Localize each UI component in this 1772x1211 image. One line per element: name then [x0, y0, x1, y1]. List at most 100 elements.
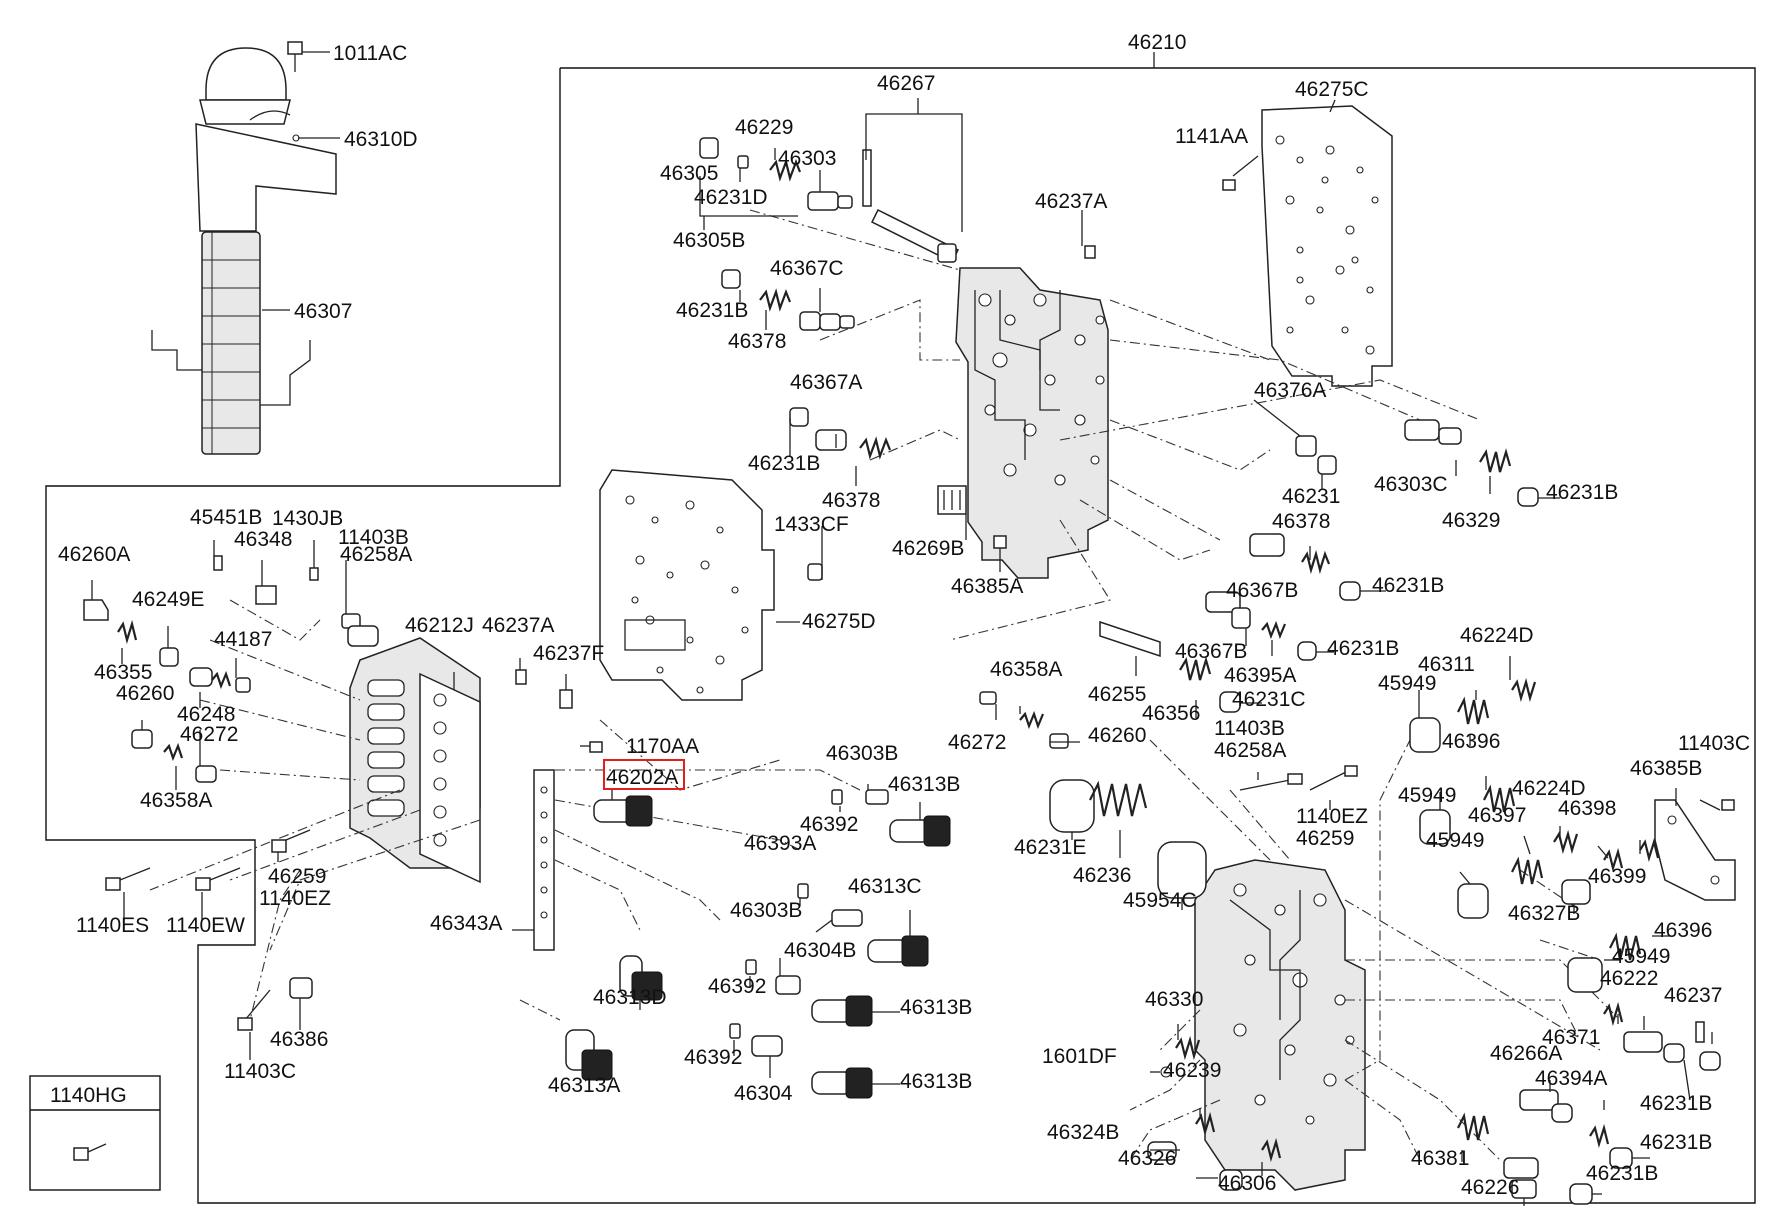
label-46231: 46231: [1282, 485, 1340, 508]
label-46231B-7: 46231B: [1640, 1131, 1712, 1154]
label-46310D: 46310D: [344, 128, 418, 151]
label-46311: 46311: [1418, 653, 1475, 676]
label-46236: 46236: [1073, 864, 1131, 887]
label-46329: 46329: [1442, 509, 1500, 532]
solenoid-46313A: [565, 1029, 613, 1081]
label-46343A: 46343A: [430, 912, 502, 935]
label-46224D-2: 46224D: [1512, 777, 1586, 800]
label-46313C: 46313C: [848, 875, 922, 898]
label-46378-2: 46378: [822, 489, 880, 512]
label-46258A-2: 46258A: [1214, 739, 1286, 762]
label-46231C: 46231C: [1232, 688, 1306, 711]
bolt-icon: [287, 41, 303, 72]
label-46237A-top: 46237A: [1035, 190, 1107, 213]
label-46356: 46356: [1142, 702, 1200, 725]
label-46231B-1: 46231B: [676, 299, 748, 322]
label-45949-3: 45949: [1426, 829, 1484, 852]
label-1170AA: 1170AA: [626, 735, 699, 758]
label-46313B-2: 46313B: [900, 996, 972, 1019]
label-46239: 46239: [1163, 1059, 1221, 1082]
leader-lines: [91, 98, 1721, 1206]
label-46237A-mid: 46237A: [482, 614, 554, 637]
label-1141AA: 1141AA: [1175, 125, 1248, 148]
label-11403C-1: 11403C: [1678, 732, 1750, 755]
frame-lines: [29, 52, 1756, 1204]
label-46313A: 46313A: [548, 1074, 620, 1097]
label-46313D: 46313D: [593, 986, 667, 1009]
spacer-plate-46343A: [533, 769, 555, 951]
label-46330: 46330: [1145, 988, 1203, 1011]
solenoid-46313B-3: [811, 1067, 873, 1099]
label-46305B: 46305B: [673, 229, 745, 252]
label-1140EZ-1: 1140EZ: [1296, 805, 1368, 828]
left-valve-body-46212J: [349, 637, 481, 884]
label-46304B: 46304B: [784, 939, 856, 962]
label-1011AC: 1011AC: [333, 42, 407, 65]
solenoids: [565, 789, 951, 1099]
upper-valve-body: [955, 267, 1109, 579]
label-46266A: 46266A: [1490, 1042, 1562, 1065]
label-46231B-6: 46231B: [1640, 1092, 1712, 1115]
label-46327B: 46327B: [1508, 902, 1580, 925]
label-46231B-5: 46231B: [1327, 637, 1399, 660]
label-46324B: 46324B: [1047, 1121, 1119, 1144]
label-46313B-1: 46313B: [888, 773, 960, 796]
label-46303B-2: 46303B: [730, 899, 802, 922]
label-44187: 44187: [214, 628, 272, 651]
label-46231B-8: 46231B: [1586, 1162, 1658, 1185]
label-46392-3: 46392: [684, 1046, 742, 1069]
label-46396-2: 46396: [1654, 919, 1712, 942]
label-46392-2: 46392: [708, 975, 766, 998]
label-46399: 46399: [1588, 865, 1646, 888]
label-46367C: 46367C: [770, 257, 844, 280]
label-46371: 46371: [1542, 1026, 1600, 1049]
separator-plate-46275C: [1261, 105, 1393, 387]
solenoid-46202A: [593, 795, 653, 827]
label-46249E: 46249E: [132, 588, 204, 611]
label-46396-1: 46396: [1442, 730, 1500, 753]
label-46255: 46255: [1088, 683, 1146, 706]
label-1601DF: 1601DF: [1042, 1045, 1117, 1068]
label-46386: 46386: [270, 1028, 328, 1051]
label-45451B: 45451B: [190, 506, 262, 529]
label-46260-2: 46260: [1088, 724, 1146, 747]
label-46367A: 46367A: [790, 371, 862, 394]
label-46398: 46398: [1558, 797, 1616, 820]
label-46212J: 46212J: [405, 614, 474, 637]
label-46358A-2: 46358A: [990, 658, 1062, 681]
label-46231B-2: 46231B: [748, 452, 820, 475]
label-46260-1: 46260: [116, 682, 174, 705]
bracket-46385B: [1654, 799, 1736, 901]
label-11403C-2: 11403C: [224, 1060, 296, 1083]
label-46381: 46381: [1411, 1147, 1469, 1170]
label-45949-2: 45949: [1398, 784, 1456, 807]
solenoid-46313B: [889, 815, 951, 847]
label-1140ES: 1140ES: [76, 914, 149, 937]
label-46275C: 46275C: [1295, 78, 1369, 101]
label-46378-3: 46378: [1272, 510, 1330, 533]
label-46397: 46397: [1468, 804, 1526, 827]
part-labels: 46210 1011AC 46310D 46307 46267 46275C 1…: [50, 31, 1750, 1199]
label-46393A: 46393A: [744, 832, 816, 855]
label-46348: 46348: [234, 528, 292, 551]
label-46231B-3: 46231B: [1546, 481, 1618, 504]
label-46303: 46303: [778, 147, 836, 170]
label-46304: 46304: [734, 1082, 793, 1105]
label-46376A: 46376A: [1254, 379, 1326, 402]
label-46394A: 46394A: [1535, 1067, 1607, 1090]
solenoid-46313D: [619, 955, 663, 1001]
label-46385A: 46385A: [951, 575, 1023, 598]
label-46307: 46307: [294, 300, 352, 323]
label-46222: 46222: [1600, 967, 1658, 990]
label-1140EZ-2: 1140EZ: [259, 887, 331, 910]
label-46229: 46229: [735, 116, 793, 139]
solenoid-46313B-2: [811, 995, 873, 1027]
lower-valve-body: [1194, 859, 1366, 1191]
label-46303C: 46303C: [1374, 473, 1448, 496]
label-46326: 46326: [1118, 1147, 1176, 1170]
label-45949-1: 45949: [1378, 672, 1436, 695]
label-46275D: 46275D: [802, 610, 876, 633]
label-46367B-1: 46367B: [1226, 579, 1298, 602]
label-46258A-1: 46258A: [340, 543, 412, 566]
